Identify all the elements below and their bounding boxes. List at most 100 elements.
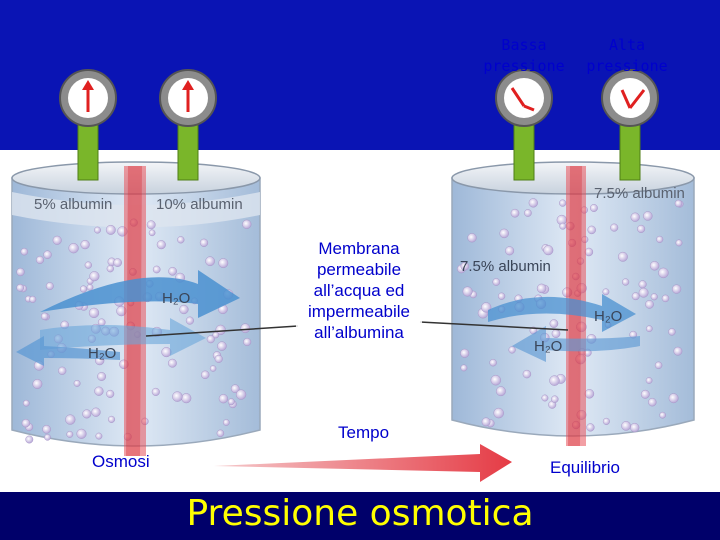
albumin-particle xyxy=(152,265,161,274)
right-top-albumin-label: 7.5% albumin xyxy=(594,185,685,202)
albumin-particle xyxy=(549,375,560,386)
albumin-particle xyxy=(645,377,653,384)
albumin-particle xyxy=(549,319,559,328)
albumin-particle xyxy=(631,292,640,301)
albumin-particle xyxy=(179,304,189,315)
albumin-particle xyxy=(586,423,595,432)
albumin-particle xyxy=(460,364,468,372)
albumin-particle xyxy=(489,358,497,367)
gauge-low-pressure xyxy=(495,69,553,181)
albumin-particle xyxy=(82,409,92,419)
albumin-particle xyxy=(200,370,210,380)
albumin-particle xyxy=(551,395,559,403)
albumin-particle xyxy=(643,211,653,221)
albumin-particle xyxy=(630,422,640,433)
right-inside-albumin-label: 7.5% albumin xyxy=(460,258,551,275)
albumin-particle xyxy=(216,429,225,438)
albumin-particle xyxy=(44,433,51,441)
albumin-particle xyxy=(505,246,515,256)
albumin-particle xyxy=(541,394,549,402)
albumin-particle xyxy=(89,271,100,282)
albumin-particle xyxy=(674,199,683,208)
albumin-particle xyxy=(645,300,654,309)
membrane-label: Membrana permeabile all’acqua ed imperme… xyxy=(296,238,422,343)
albumin-particle xyxy=(230,384,240,394)
albumin-particle xyxy=(65,414,76,425)
albumin-particle xyxy=(79,285,88,293)
albumin-particle xyxy=(167,358,177,368)
albumin-particle xyxy=(460,348,470,358)
albumin-particle xyxy=(673,346,683,356)
albumin-particle xyxy=(243,337,252,347)
left-membrane xyxy=(124,166,146,456)
albumin-particle xyxy=(181,393,192,404)
osmosis-label: Osmosi xyxy=(92,452,150,471)
left-water-arrow-top xyxy=(40,270,240,318)
albumin-particle xyxy=(222,419,230,426)
albumin-particle xyxy=(40,312,49,321)
right-beaker xyxy=(451,161,695,446)
albumin-particle xyxy=(35,255,45,264)
albumin-particle xyxy=(638,280,647,289)
right-water-arrow-top xyxy=(488,294,636,332)
albumin-particle xyxy=(177,236,185,244)
albumin-particle xyxy=(94,226,101,234)
albumin-particle xyxy=(638,287,649,298)
slide-title: Pressione osmotica xyxy=(186,493,534,534)
albumin-particle xyxy=(214,354,223,363)
albumin-particle xyxy=(113,258,122,267)
albumin-particle xyxy=(209,365,217,372)
albumin-particle xyxy=(617,251,628,262)
albumin-particle xyxy=(584,389,595,399)
albumin-particle xyxy=(668,393,679,404)
albumin-particle xyxy=(88,307,100,319)
albumin-particle xyxy=(105,224,116,235)
albumin-particle xyxy=(43,250,52,259)
gauge-left-1 xyxy=(59,69,117,181)
albumin-particle xyxy=(602,417,610,425)
albumin-particle xyxy=(29,295,37,303)
gauge-high-pressure xyxy=(601,69,659,181)
albumin-particle xyxy=(32,379,43,389)
albumin-particle xyxy=(206,335,215,344)
albumin-particle xyxy=(508,346,516,354)
albumin-particle xyxy=(602,288,610,296)
albumin-particle xyxy=(462,286,473,297)
albumin-particle xyxy=(185,316,194,325)
label-5pct-albumin: 5% albumin xyxy=(34,196,113,213)
albumin-particle xyxy=(76,428,87,439)
right-h2o-bottom: H₂O xyxy=(534,338,563,355)
albumin-particle xyxy=(637,224,646,233)
albumin-particle xyxy=(146,220,156,230)
albumin-particle xyxy=(551,329,561,339)
albumin-particle xyxy=(668,328,676,336)
albumin-particle xyxy=(659,411,666,419)
albumin-particle xyxy=(510,208,520,218)
albumin-particle xyxy=(654,361,663,370)
albumin-particle xyxy=(671,284,682,294)
albumin-particle xyxy=(25,435,34,444)
albumin-particle xyxy=(658,267,669,279)
albumin-particle xyxy=(621,421,631,431)
albumin-particle xyxy=(20,247,29,256)
albumin-particle xyxy=(52,235,62,245)
albumin-particle xyxy=(172,391,183,402)
albumin-particle xyxy=(227,398,235,406)
albumin-particle xyxy=(16,267,25,277)
albumin-particle xyxy=(495,386,506,397)
albumin-particle xyxy=(528,198,538,208)
albumin-particle xyxy=(80,239,90,250)
albumin-particle xyxy=(97,372,107,381)
membrane-pointer-left xyxy=(145,325,299,337)
albumin-particle xyxy=(650,293,658,301)
albumin-particle xyxy=(524,209,532,217)
albumin-particle xyxy=(94,386,104,396)
albumin-particle xyxy=(559,199,567,207)
albumin-particle xyxy=(42,424,51,434)
albumin-particle xyxy=(58,366,67,375)
albumin-particle xyxy=(499,228,509,239)
header-band xyxy=(0,0,720,150)
albumin-particle xyxy=(68,243,79,254)
